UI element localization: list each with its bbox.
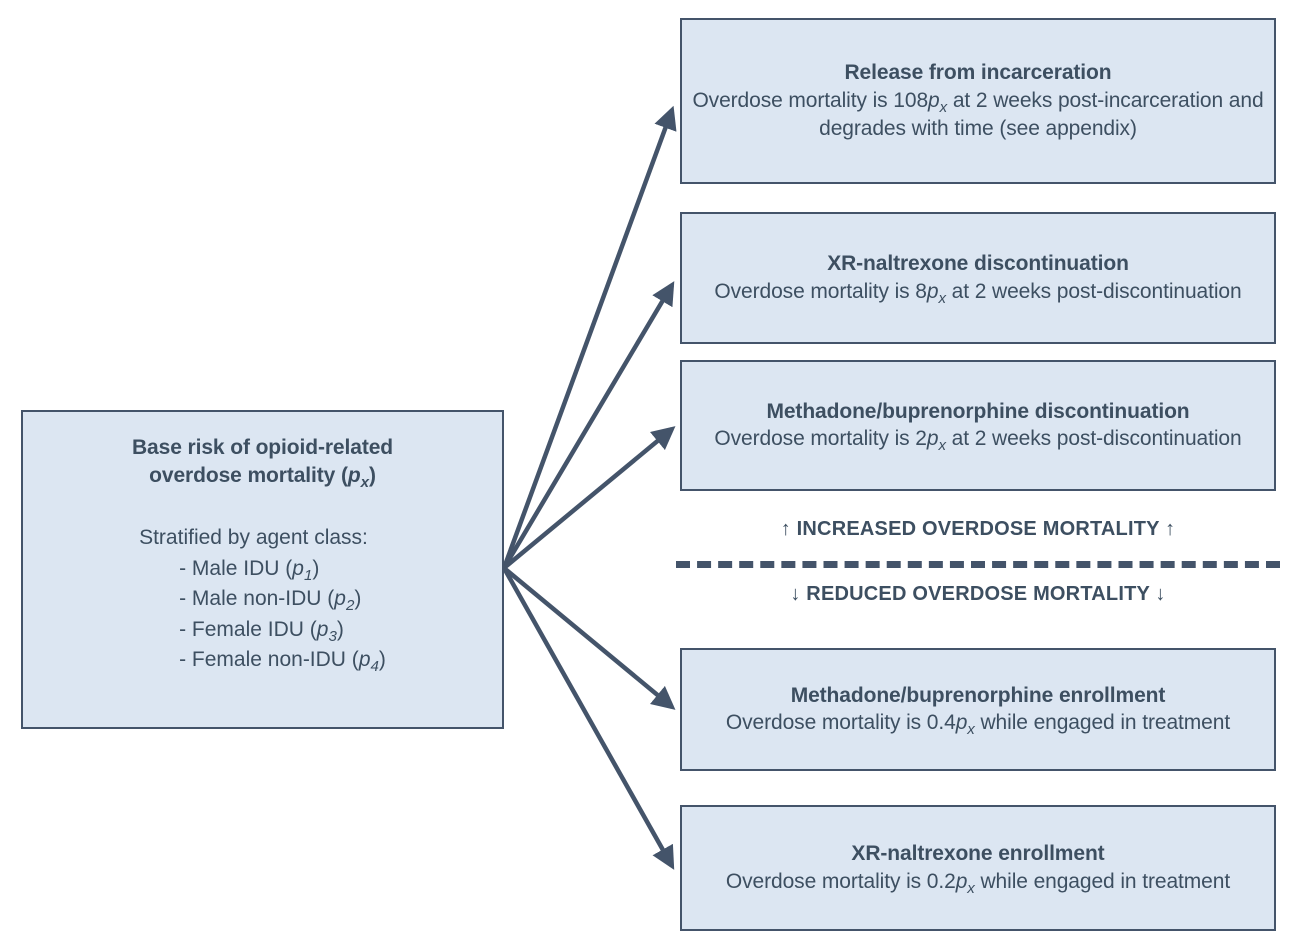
base-risk-title: Base risk of opioid-related overdose mor… (131, 434, 394, 491)
stratum-female-idu-sub: 3 (328, 627, 337, 645)
arrow-to-mb-enrollment (502, 566, 676, 710)
base-risk-pvar: p (347, 463, 361, 487)
mb-disc-title: Methadone/buprenorphine discontinuation (766, 399, 1190, 423)
xr-disc-title: XR-naltrexone discontinuation (827, 252, 1129, 276)
release-body-var: p (928, 88, 940, 112)
release-body-post: at 2 weeks post-incarceration and degrad… (819, 88, 1264, 140)
stratum-male-idu-sub: 1 (303, 567, 313, 585)
mb-disc-body-post: at 2 weeks post-discontinuation (945, 427, 1242, 451)
stratum-male-non-idu-var: p (334, 587, 346, 611)
stratum-male-idu-label: - Male IDU ( (179, 556, 293, 580)
stratum-female-non-idu-var: p (358, 648, 371, 672)
xr-disc-body-pre: Overdose mortality is 8 (714, 279, 927, 303)
label-increased-overdose-mortality: ↑ INCREASED OVERDOSE MORTALITY ↑ (780, 518, 1176, 540)
stratum-female-idu-var: p (316, 617, 329, 641)
arrow-to-release (501, 105, 677, 569)
node-base-risk: Base risk of opioid-related overdose mor… (21, 410, 504, 729)
stratum-male-non-idu-sub: 2 (345, 597, 355, 615)
stratification-block: Stratified by agent class: - Male IDU (p… (139, 523, 386, 675)
xr-enroll-body: Overdose mortality is 0.2px while engage… (726, 868, 1230, 896)
release-body-pre: Overdose mortality is 108 (692, 88, 929, 112)
mb-enroll-body: Overdose mortality is 0.4px while engage… (726, 709, 1230, 737)
node-xr-naltrexone-discontinuation: XR-naltrexone discontinuation Overdose m… (680, 212, 1276, 344)
xr-disc-body-var: p (926, 279, 939, 303)
mb-disc-body: Overdose mortality is 2px at 2 weeks pos… (714, 425, 1241, 453)
stratum-male-idu: - Male IDU (p1) (179, 554, 386, 584)
release-title: Release from incarceration (844, 61, 1112, 85)
mb-disc-body-var: p (926, 427, 939, 451)
stratum-male-idu-close: ) (312, 556, 320, 580)
stratum-male-non-idu: - Male non-IDU (p2) (179, 584, 386, 614)
stratification-heading: Stratified by agent class: (139, 526, 368, 550)
xr-enroll-body-sub: x (967, 879, 975, 897)
xr-disc-body-post: at 2 weeks post-discontinuation (945, 279, 1242, 303)
release-body: Overdose mortality is 108px at 2 weeks p… (692, 87, 1264, 143)
node-methadone-buprenorphine-enrollment: Methadone/buprenorphine enrollment Overd… (680, 648, 1276, 771)
stratum-male-non-idu-close: ) (354, 587, 362, 611)
stratum-female-non-idu-sub: 4 (370, 658, 379, 676)
mb-enroll-body-sub: x (967, 721, 975, 739)
mb-enroll-body-pre: Overdose mortality is 0.4 (725, 711, 956, 735)
release-body-sub: x (939, 98, 948, 116)
stratum-female-idu-label: - Female IDU ( (179, 617, 317, 641)
base-risk-title-line2-suffix: ) (368, 463, 376, 487)
stratum-female-non-idu: - Female non-IDU (p4) (179, 645, 386, 675)
mb-disc-body-sub: x (938, 437, 946, 455)
base-risk-title-line2-prefix: overdose mortality ( (149, 463, 348, 487)
xr-enroll-body-pre: Overdose mortality is 0.2 (725, 869, 956, 893)
node-release-from-incarceration: Release from incarceration Overdose mort… (680, 18, 1276, 184)
stratum-male-idu-var: p (292, 556, 304, 580)
node-methadone-buprenorphine-discontinuation: Methadone/buprenorphine discontinuation … (680, 360, 1276, 491)
mb-enroll-title: Methadone/buprenorphine enrollment (790, 683, 1166, 707)
xr-disc-body: Overdose mortality is 8px at 2 weeks pos… (714, 278, 1241, 306)
stratum-female-idu-close: ) (336, 617, 344, 641)
node-xr-naltrexone-enrollment: XR-naltrexone enrollment Overdose mortal… (680, 805, 1276, 931)
xr-disc-body-sub: x (938, 289, 946, 307)
xr-enroll-title: XR-naltrexone enrollment (851, 842, 1105, 866)
label-reduced-overdose-mortality: ↓ REDUCED OVERDOSE MORTALITY ↓ (790, 583, 1166, 605)
xr-enroll-body-post: while engaged in treatment (974, 869, 1231, 893)
dashed-divider-line (676, 561, 1280, 568)
stratum-female-idu: - Female IDU (p3) (179, 615, 386, 645)
arrow-to-xr-enrollment (502, 566, 675, 870)
base-risk-title-line1: Base risk of opioid-related (131, 436, 394, 459)
stratum-female-non-idu-close: ) (378, 648, 386, 672)
xr-enroll-body-var: p (955, 869, 968, 893)
base-risk-pvar-sub: x (360, 473, 369, 491)
mb-enroll-body-post: while engaged in treatment (974, 711, 1231, 735)
stratum-male-non-idu-label: - Male non-IDU ( (179, 587, 335, 611)
stratum-female-non-idu-label: - Female non-IDU ( (179, 648, 359, 672)
arrow-to-mb-discontinuation (502, 426, 676, 570)
mb-disc-body-pre: Overdose mortality is 2 (714, 427, 927, 451)
mb-enroll-body-var: p (955, 711, 968, 735)
arrow-to-xr-discontinuation (502, 281, 675, 570)
